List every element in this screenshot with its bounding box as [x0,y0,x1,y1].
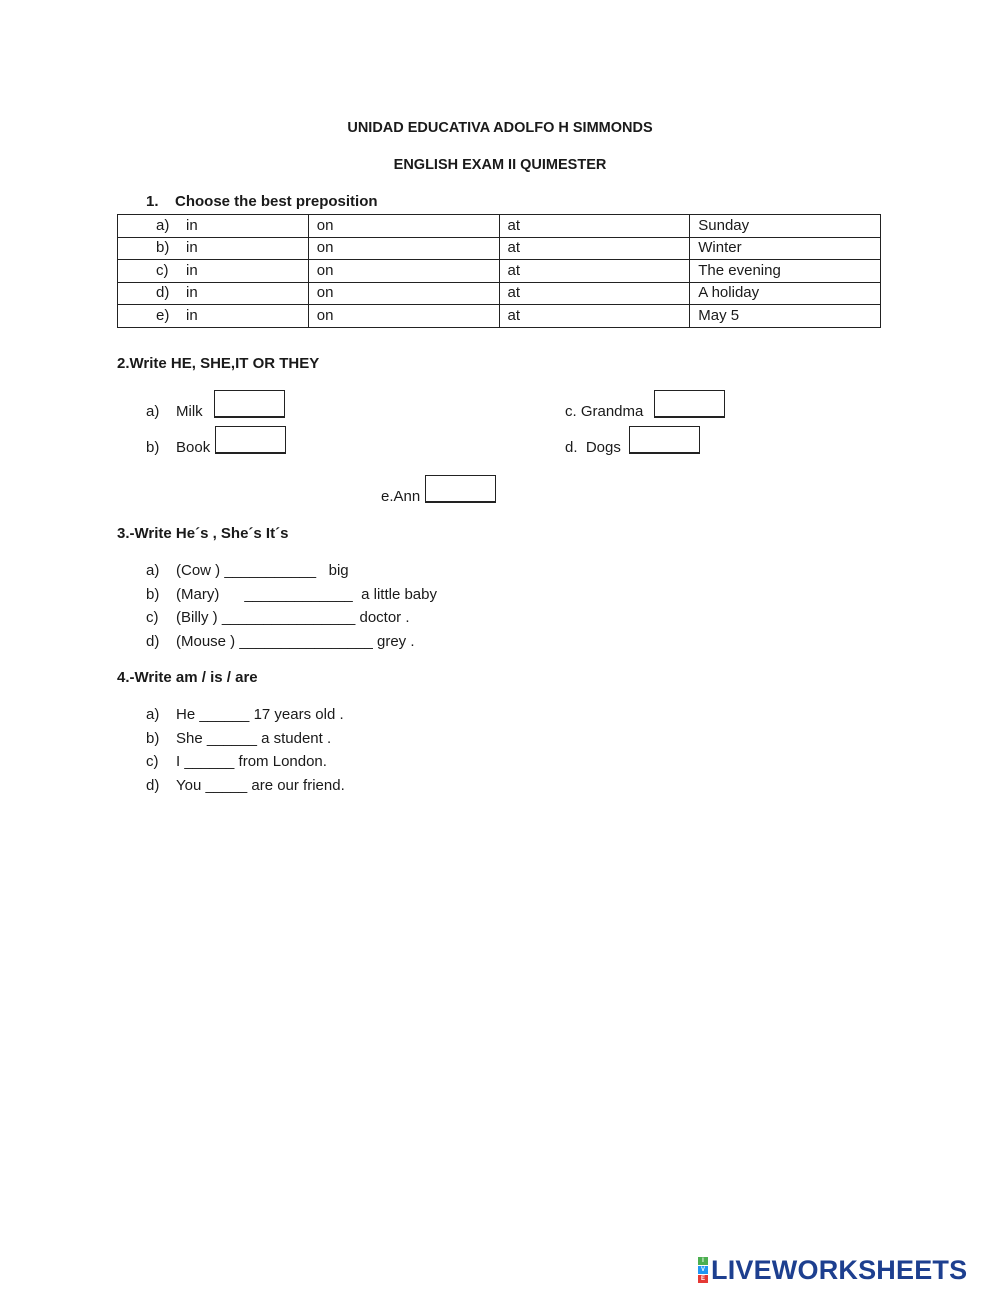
time-expression-cell: The evening [689,259,881,283]
section1-title: Choose the best preposition [175,193,378,210]
pronoun-item-e: e.Ann [381,488,421,505]
contraction-item-letter: d) [146,633,160,651]
section4-heading: 4.-Write am / is / are [117,669,258,686]
logo-square: I [698,1257,708,1265]
pronoun-answer-box-c[interactable] [654,390,725,418]
option-in-cell[interactable]: a) in [117,214,309,238]
school-name: UNIDAD EDUCATIVA ADOLFO H SIMMONDS [347,120,653,136]
time-expression-cell: May 5 [689,304,881,328]
exam-title: ENGLISH EXAM II QUIMESTER [393,157,607,173]
verb-to-be-item-letter: b) [146,729,160,747]
option-on-cell[interactable]: on [307,281,500,305]
pronoun-item-c: c. Grandma [565,403,644,420]
option-in-text: in [186,306,198,324]
verb-to-be-item: a) He ______ 17 years old . [146,706,344,723]
verb-to-be-item-letter: a) [146,706,160,723]
option-at-cell[interactable]: at [498,236,691,260]
verb-to-be-item-letter: c) [146,753,159,770]
verb-to-be-item-text: He ______ 17 years old . [176,706,344,723]
contraction-item-text: (Mary) _____________ a little baby [176,585,437,603]
option-in-cell[interactable]: c) in [117,259,309,283]
contraction-item: a) (Cow ) ___________ big [146,562,349,579]
verb-to-be-item: b) She ______ a student . [146,730,331,747]
verb-to-be-item-text: She ______ a student . [176,729,332,747]
option-in-text: in [186,261,198,279]
option-in-text: in [186,216,198,234]
option-in-text: in [186,239,198,257]
pronoun-item-a-word: Milk [176,403,203,420]
pronoun-item-a-letter: a) [146,403,160,420]
section3-heading: 3.-Write He´s , She´s It´s [117,525,289,542]
option-on-cell[interactable]: on [307,259,500,283]
pronoun-item-b-word: Book [176,439,211,456]
pronoun-item-d: d. Dogs [565,439,621,456]
row-letter: a) [156,216,170,234]
option-at-cell[interactable]: at [498,214,691,238]
time-expression-cell: Sunday [689,214,881,238]
pronoun-item-a: a) Milk [146,403,203,420]
verb-to-be-item: d) You _____ are our friend. [146,777,345,794]
section2-heading: 2.Write HE, SHE,IT OR THEY [117,355,320,372]
pronoun-answer-box-b[interactable] [215,426,286,454]
verb-to-be-item-letter: d) [146,776,160,794]
row-letter: e) [156,306,170,324]
pronoun-answer-box-d[interactable] [629,426,700,454]
option-at-cell[interactable]: at [498,259,691,283]
contraction-item-letter: c) [146,609,159,627]
pronoun-answer-box-a[interactable] [214,390,285,418]
pronoun-item-b-letter: b) [146,439,160,456]
pronoun-answer-box-e[interactable] [425,475,496,503]
verb-to-be-item-text: You _____ are our friend. [176,776,345,794]
contraction-item: d) (Mouse ) ________________ grey . [146,633,415,650]
option-at-cell[interactable]: at [498,304,691,328]
logo-square: V [698,1266,708,1274]
verb-to-be-item: c) I ______ from London. [146,753,327,770]
pronoun-item-b: b) Book [146,439,210,456]
option-in-cell[interactable]: e) in [117,304,309,328]
option-in-text: in [186,284,198,302]
option-in-cell[interactable]: d) in [117,281,309,305]
logo-text: LIVEWORKSHEETS [711,1254,968,1285]
logo-square: E [698,1275,708,1283]
row-letter: c) [156,261,169,279]
row-letter: b) [156,239,170,257]
option-at-cell[interactable]: at [498,281,691,305]
verb-to-be-item-text: I ______ from London. [176,753,327,770]
contraction-item-text: (Billy ) ________________ doctor . [176,609,410,627]
contraction-item-text: (Mouse ) ________________ grey . [176,633,415,651]
row-letter: d) [156,284,170,302]
option-on-cell[interactable]: on [307,236,500,260]
contraction-item-letter: b) [146,585,160,603]
contraction-item: c) (Billy ) ________________ doctor . [146,609,410,626]
option-in-cell[interactable]: b) in [117,236,309,260]
option-on-cell[interactable]: on [307,214,500,238]
contraction-item-letter: a) [146,562,160,579]
contraction-item-text: (Cow ) ___________ big [176,562,349,579]
contraction-item: b) (Mary) _____________ a little baby [146,586,437,603]
section1-number: 1. [146,193,159,210]
time-expression-cell: A holiday [689,281,881,305]
section1-heading: 1. Choose the best preposition [146,193,378,210]
option-on-cell[interactable]: on [307,304,500,328]
time-expression-cell: Winter [689,236,881,260]
